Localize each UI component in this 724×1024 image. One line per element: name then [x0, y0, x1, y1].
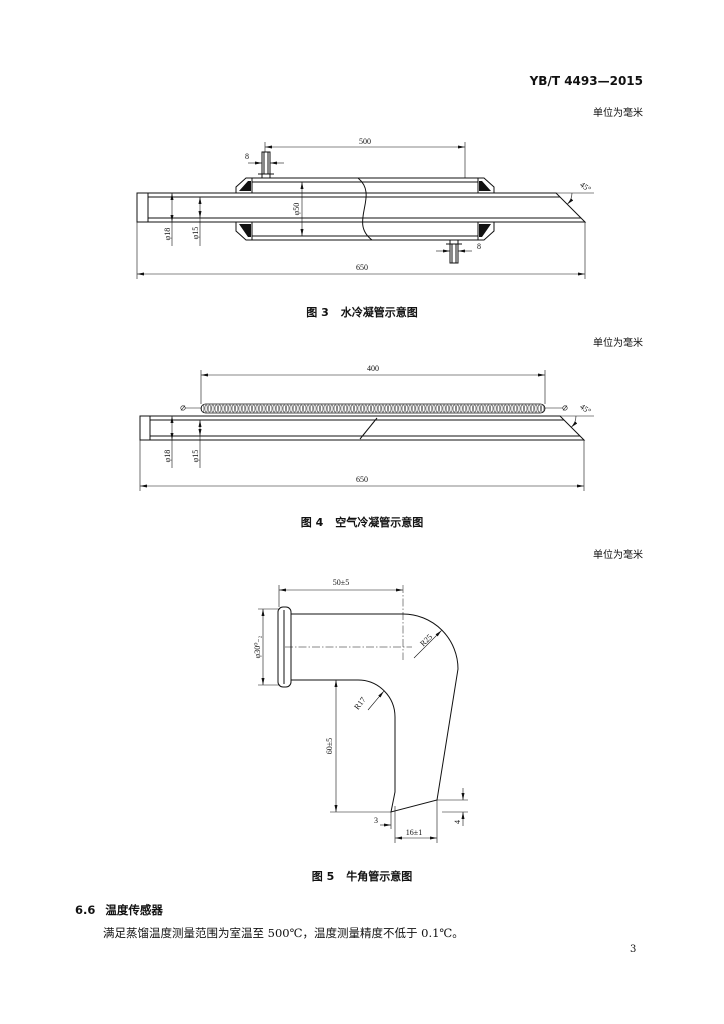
inlet-diameter-extension-lines [258, 608, 280, 686]
outer-radius-leader [413, 630, 442, 659]
inner-tube-bore [147, 193, 581, 222]
figure-3-water-condenser-drawing: 500 8 φ50 φ18 φ15 45° 650 8 [136, 137, 594, 279]
tube-bore [149, 416, 580, 440]
jacket-left-flange [235, 177, 253, 241]
figure-3-caption: 图 3 水冷凝管示意图 [0, 306, 724, 319]
figure-5-adapter-drawing: 50±5 φ30⁰₋₂ R25 R17 60±5 3 16±1 4 [253, 578, 468, 843]
section-heading: 6.6 温度传感器 [75, 903, 163, 918]
cut-angle-arc [571, 415, 578, 428]
adapter-body-outline [291, 613, 459, 813]
tip-height-label: 4 [453, 820, 462, 824]
top-nozzle-width-label: 8 [245, 152, 249, 161]
standard-code: YB/T 4493—2015 [529, 74, 643, 88]
tube-outer-diameter-label: φ18 [163, 450, 172, 463]
inlet-diameter-label: φ30⁰₋₂ [253, 635, 262, 658]
section-number: 6.6 [75, 903, 96, 917]
tip-height-extension-lines [437, 799, 468, 813]
section-body: 满足蒸馏温度测量范围为室温至 500℃，温度测量精度不低于 0.1℃。 [103, 926, 464, 940]
jacket-diameter-label: φ50 [292, 203, 301, 216]
tube-inner-diameter-label: φ15 [191, 450, 200, 463]
jacket-length-label: 500 [359, 137, 371, 146]
jacket-wall [252, 177, 478, 241]
vertical-length-label: 60±5 [325, 738, 334, 754]
figure-4-air-condenser-drawing: 400 φ18 φ15 45° 650 [139, 364, 594, 491]
horizontal-length-label: 50±5 [333, 578, 349, 587]
jacket-right-seal [479, 181, 491, 237]
cut-angle-label: 45° [578, 402, 592, 416]
figure-3-unit-note: 单位为毫米 [593, 108, 643, 119]
break-line [359, 417, 378, 440]
figure-5-caption: 图 5 牛角管示意图 [0, 870, 724, 883]
finned-length-extension-lines [200, 370, 546, 404]
total-length-label: 650 [356, 263, 368, 272]
jacket-right-flange [477, 177, 495, 241]
cut-angle-arc [567, 192, 574, 205]
outlet-width-label: 16±1 [406, 828, 422, 837]
top-water-nozzle [258, 151, 274, 178]
total-length-label: 650 [356, 475, 368, 484]
page-number: 3 [630, 944, 637, 955]
break-line [357, 177, 373, 241]
figure-4-title: 空气冷凝管示意图 [335, 516, 424, 529]
jacket-left-seal [239, 181, 251, 237]
total-length-extension-lines [136, 222, 586, 279]
section-title: 温度传感器 [105, 903, 163, 917]
jacket-length-extension-lines [264, 142, 466, 178]
figure-5-title: 牛角管示意图 [346, 870, 413, 883]
finned-length-label: 400 [367, 364, 379, 373]
figure-4-unit-note: 单位为毫米 [593, 338, 643, 349]
tip-offset-label: 3 [374, 816, 378, 825]
figure-5-unit-note: 单位为毫米 [593, 550, 643, 561]
right-connector-line [545, 405, 568, 411]
figure-4-caption: 图 4 空气冷凝管示意图 [0, 516, 724, 529]
total-length-extension-lines [139, 440, 585, 491]
figure-4-number: 图 4 [300, 516, 324, 529]
cut-angle-label: 45° [578, 180, 592, 194]
inner-radius-label: R17 [352, 695, 367, 711]
inner-radius-leader [367, 691, 385, 711]
bottom-nozzle-width-label: 8 [477, 242, 481, 251]
finned-section [200, 403, 546, 414]
figure-3-title: 水冷凝管示意图 [340, 306, 418, 319]
outer-radius-label: R25 [418, 632, 434, 648]
bottom-water-nozzle [446, 240, 462, 264]
tube-inner-diameter-label: φ15 [191, 227, 200, 240]
tube-outer-diameter-label: φ18 [163, 228, 172, 241]
figure-3-number: 图 3 [306, 306, 329, 319]
figure-5-number: 图 5 [311, 870, 335, 883]
left-connector-line [180, 405, 201, 411]
